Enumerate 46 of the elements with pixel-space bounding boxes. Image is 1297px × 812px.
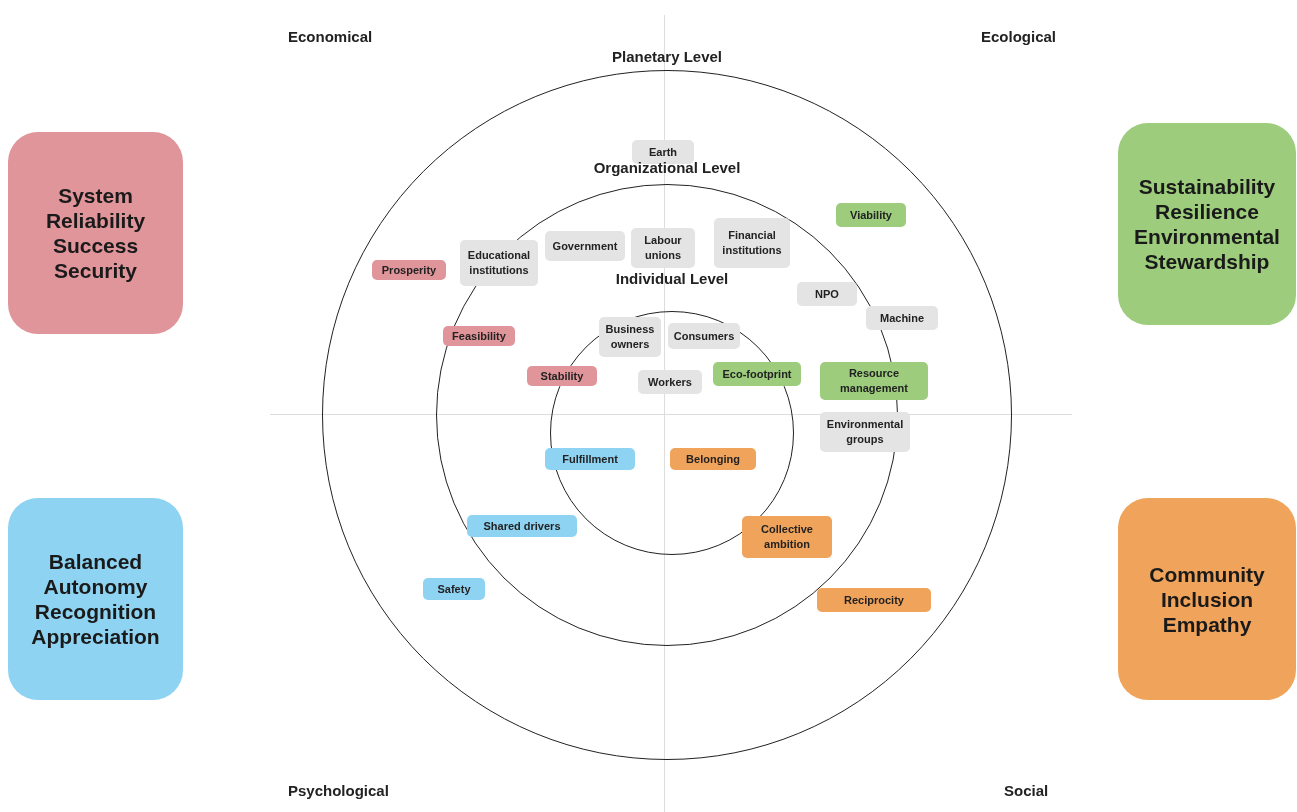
category-tag: Consumers: [668, 323, 740, 349]
value-term: Inclusion: [1160, 586, 1254, 612]
category-tag: Educational institutions: [460, 240, 538, 286]
category-tag: Prosperity: [372, 260, 446, 280]
category-tag: Environmental groups: [820, 412, 910, 452]
category-tag: Workers: [638, 370, 702, 394]
category-tag: Financial institutions: [714, 218, 790, 268]
value-term: System: [58, 183, 133, 208]
category-tag: Machine: [866, 306, 938, 330]
value-card: [1118, 498, 1296, 700]
value-term: Resilience: [1155, 199, 1259, 224]
category-tag: Feasibility: [443, 326, 515, 346]
category-tag: Fulfillment: [545, 448, 635, 470]
value-term: Security: [54, 258, 137, 283]
category-tag: Shared drivers: [467, 515, 577, 537]
category-tag: Government: [545, 231, 625, 261]
value-term: Empathy: [1162, 611, 1252, 637]
category-tag: Reciprocity: [817, 588, 931, 612]
level-heading: Individual Level: [615, 270, 729, 287]
category-tag: Viability: [836, 203, 906, 227]
value-term: Appreciation: [31, 624, 160, 649]
category-tag: Safety: [423, 578, 485, 600]
category-tag: Belonging: [670, 448, 756, 470]
value-term: Reliability: [45, 208, 146, 233]
value-term: Environmental Stewardship: [1133, 224, 1281, 274]
quadrant-label: Psychological: [288, 782, 389, 799]
category-tag: Labour unions: [631, 228, 695, 268]
value-card: [1118, 123, 1296, 325]
value-term: Community: [1149, 561, 1265, 587]
quadrant-label: Ecological: [981, 28, 1057, 45]
value-term: Success: [52, 233, 139, 258]
value-term: Sustainability: [1138, 174, 1276, 199]
category-tag: Collective ambition: [742, 516, 832, 558]
quadrant-label: Social: [1004, 782, 1049, 799]
value-term: Balanced: [48, 549, 143, 574]
category-tag: NPO: [797, 282, 857, 306]
quadrant-label: Economical: [288, 28, 373, 45]
value-term: Autonomy: [43, 574, 148, 599]
level-heading: Planetary Level: [611, 48, 723, 65]
value-card: [8, 132, 183, 334]
category-tag: Eco-footprint: [713, 362, 801, 386]
value-card: [8, 498, 183, 700]
category-tag: Stability: [527, 366, 597, 386]
value-term: Recognition: [34, 599, 157, 624]
category-tag: Business owners: [599, 317, 661, 357]
category-tag: Resource management: [820, 362, 928, 400]
